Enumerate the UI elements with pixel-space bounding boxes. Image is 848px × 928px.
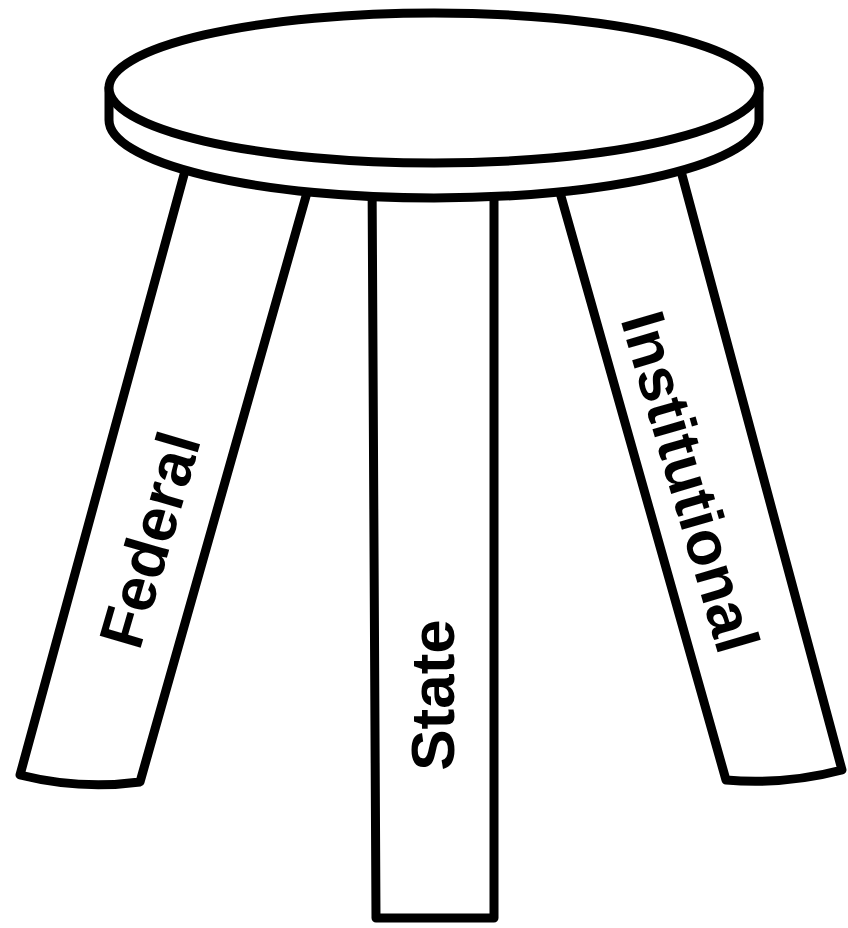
stool-leg — [555, 160, 842, 781]
leg-label: State — [402, 619, 464, 771]
stool-leg — [20, 160, 312, 785]
stool-leg — [372, 170, 494, 918]
stool-seat — [109, 13, 759, 163]
